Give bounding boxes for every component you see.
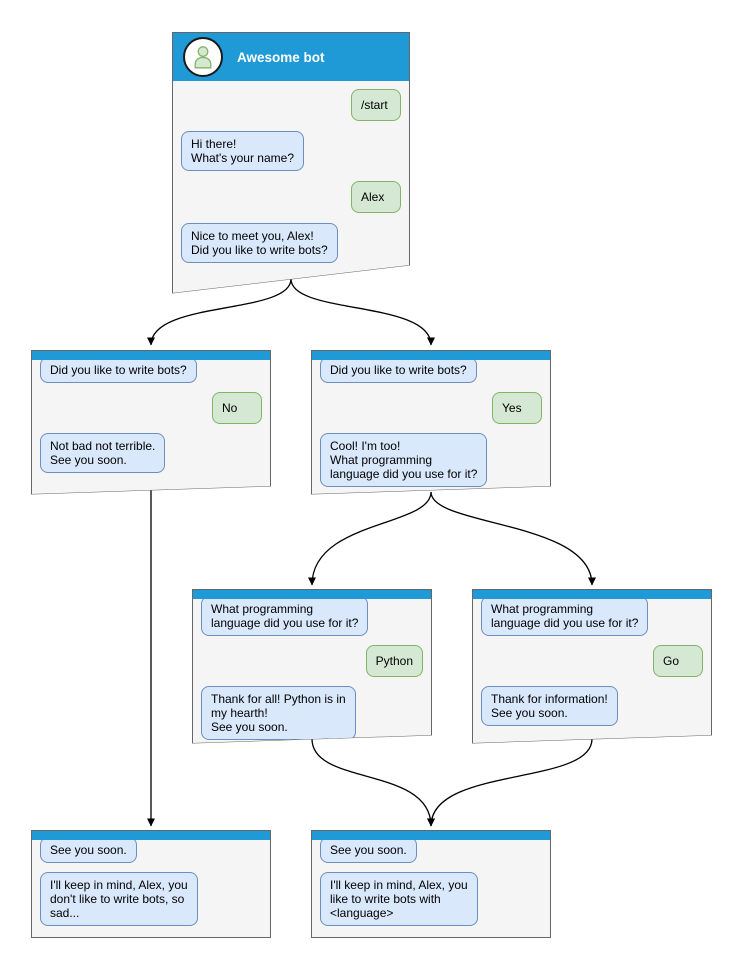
- bot-message-bubble: Not bad not terrible. See you soon.: [40, 433, 166, 473]
- bot-message-bubble: Cool! I'm too! What programming language…: [320, 433, 488, 487]
- chat-window-titlebar-strip: [473, 590, 711, 599]
- chat-window-end-yes: See you soon. I'll keep in mind, Alex, y…: [311, 830, 551, 938]
- message-list: Did you like to write bots? No Not bad n…: [32, 357, 270, 490]
- chat-window-branch-yes: Did you like to write bots? Yes Cool! I'…: [311, 350, 551, 494]
- bot-message-bubble: See you soon.: [320, 837, 417, 863]
- user-message-bubble: Yes: [492, 392, 542, 424]
- arrow-yes-to-python: [308, 491, 432, 586]
- flow-arrows: [147, 278, 596, 827]
- arrow-yes-to-go: [430, 491, 596, 586]
- chat-window-title: Awesome bot: [237, 49, 325, 65]
- bot-message-bubble: Did you like to write bots?: [320, 357, 477, 383]
- bot-message-bubble: Nice to meet you, Alex! Did you like to …: [181, 223, 338, 263]
- message-list: Did you like to write bots? Yes Cool! I'…: [312, 357, 550, 494]
- user-message-bubble: Alex: [351, 181, 401, 213]
- chat-window-titlebar-strip: [32, 351, 270, 360]
- chat-window-titlebar: Awesome bot: [173, 33, 409, 81]
- arrow-python-to-end-yes: [311, 738, 435, 827]
- chat-window-branch-no: Did you like to write bots? No Not bad n…: [31, 350, 271, 494]
- bot-message-bubble: Hi there! What's your name?: [181, 131, 305, 171]
- message-list: See you soon. I'll keep in mind, Alex, y…: [32, 837, 270, 943]
- arrow-main-to-no: [147, 278, 292, 346]
- message-list: What programming language did you use fo…: [193, 596, 431, 743]
- message-list: What programming language did you use fo…: [473, 596, 711, 743]
- chat-window-titlebar-strip: [193, 590, 431, 599]
- bot-message-bubble: What programming language did you use fo…: [481, 596, 649, 636]
- person-icon: [194, 46, 212, 69]
- bot-message-bubble: What programming language did you use fo…: [201, 596, 369, 636]
- user-message-bubble: Python: [365, 645, 423, 677]
- arrow-main-to-yes: [290, 278, 435, 346]
- avatar: [183, 37, 223, 77]
- chat-window-titlebar-strip: [312, 831, 550, 840]
- bot-message-bubble: Thank for information! See you soon.: [481, 686, 618, 726]
- chat-window-titlebar-strip: [32, 831, 270, 840]
- message-list: /start Hi there! What's your name? Alex …: [173, 81, 409, 281]
- chat-window-branch-python: What programming language did you use fo…: [192, 589, 432, 743]
- user-message-bubble: /start: [351, 89, 401, 121]
- chat-window-branch-go: What programming language did you use fo…: [472, 589, 712, 743]
- bot-message-bubble: Thank for all! Python is in my hearth! S…: [201, 686, 356, 740]
- bot-message-bubble: Did you like to write bots?: [40, 357, 197, 383]
- chat-window-titlebar-strip: [312, 351, 550, 360]
- chat-window-end-no: See you soon. I'll keep in mind, Alex, y…: [31, 830, 271, 938]
- user-message-bubble: No: [212, 392, 262, 424]
- chat-window-main: Awesome bot /start Hi there! What's your…: [172, 32, 410, 293]
- user-message-bubble: Go: [653, 645, 703, 677]
- bot-message-bubble: I'll keep in mind, Alex, you like to wri…: [320, 872, 478, 926]
- arrow-go-to-end-yes: [427, 738, 593, 827]
- bot-message-bubble: I'll keep in mind, Alex, you don't like …: [40, 872, 198, 926]
- bot-message-bubble: See you soon.: [40, 837, 137, 863]
- message-list: See you soon. I'll keep in mind, Alex, y…: [312, 837, 550, 943]
